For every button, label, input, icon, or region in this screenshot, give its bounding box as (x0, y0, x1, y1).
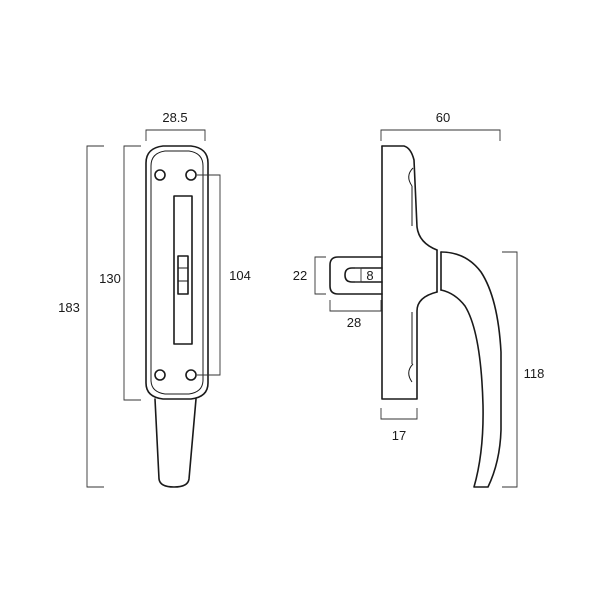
dim-spindle-slot-label: 8 (366, 268, 373, 283)
dim-front-plate-height-label: 130 (99, 271, 121, 286)
lock-button (177, 255, 189, 295)
dim-line-spindle-slot (355, 267, 362, 283)
side-base-profile (381, 145, 438, 400)
dim-spindle-height-label: 22 (293, 268, 307, 283)
front-view (145, 145, 209, 488)
dim-front-hole-spacing-label: 104 (229, 268, 251, 283)
dim-line-front-width (145, 129, 206, 141)
screw-hole-top-left (154, 169, 166, 181)
side-base-arc-top (408, 167, 414, 187)
cover-slot (173, 195, 193, 345)
dim-line-front-hole-spacing (197, 174, 221, 376)
dim-line-spindle-height (314, 256, 326, 295)
dim-line-front-overall-height (86, 145, 104, 488)
side-base-arc-bottom (408, 363, 414, 383)
rosette-plate-inner (150, 150, 204, 395)
side-view (329, 145, 502, 488)
dim-line-front-plate-height (123, 145, 141, 401)
dim-line-spindle-length (329, 300, 382, 312)
handle-lever-front (154, 398, 197, 488)
rosette-plate-outer (145, 145, 209, 400)
screw-hole-top-right (185, 169, 197, 181)
side-dimensions: 60 22 8 28 17 118 (293, 110, 545, 488)
dim-spindle-length-label: 28 (347, 315, 361, 330)
dim-base-depth-label: 17 (392, 428, 406, 443)
dim-line-base-depth (380, 408, 418, 420)
handle-arm-side (440, 251, 502, 488)
dim-line-handle-height (502, 251, 518, 488)
dim-front-width-label: 28.5 (162, 110, 187, 125)
side-base-top (381, 145, 438, 251)
screw-hole-bottom-right (185, 369, 197, 381)
screw-hole-bottom-left (154, 369, 166, 381)
front-dimensions: 28.5 130 183 104 (58, 110, 251, 488)
dim-front-overall-height-label: 183 (58, 300, 80, 315)
spindle-slot (344, 267, 383, 283)
dim-side-width-label: 60 (436, 110, 450, 125)
dim-handle-height-label: 118 (524, 366, 545, 381)
dim-line-side-width (380, 129, 501, 141)
spindle-square (329, 256, 383, 295)
